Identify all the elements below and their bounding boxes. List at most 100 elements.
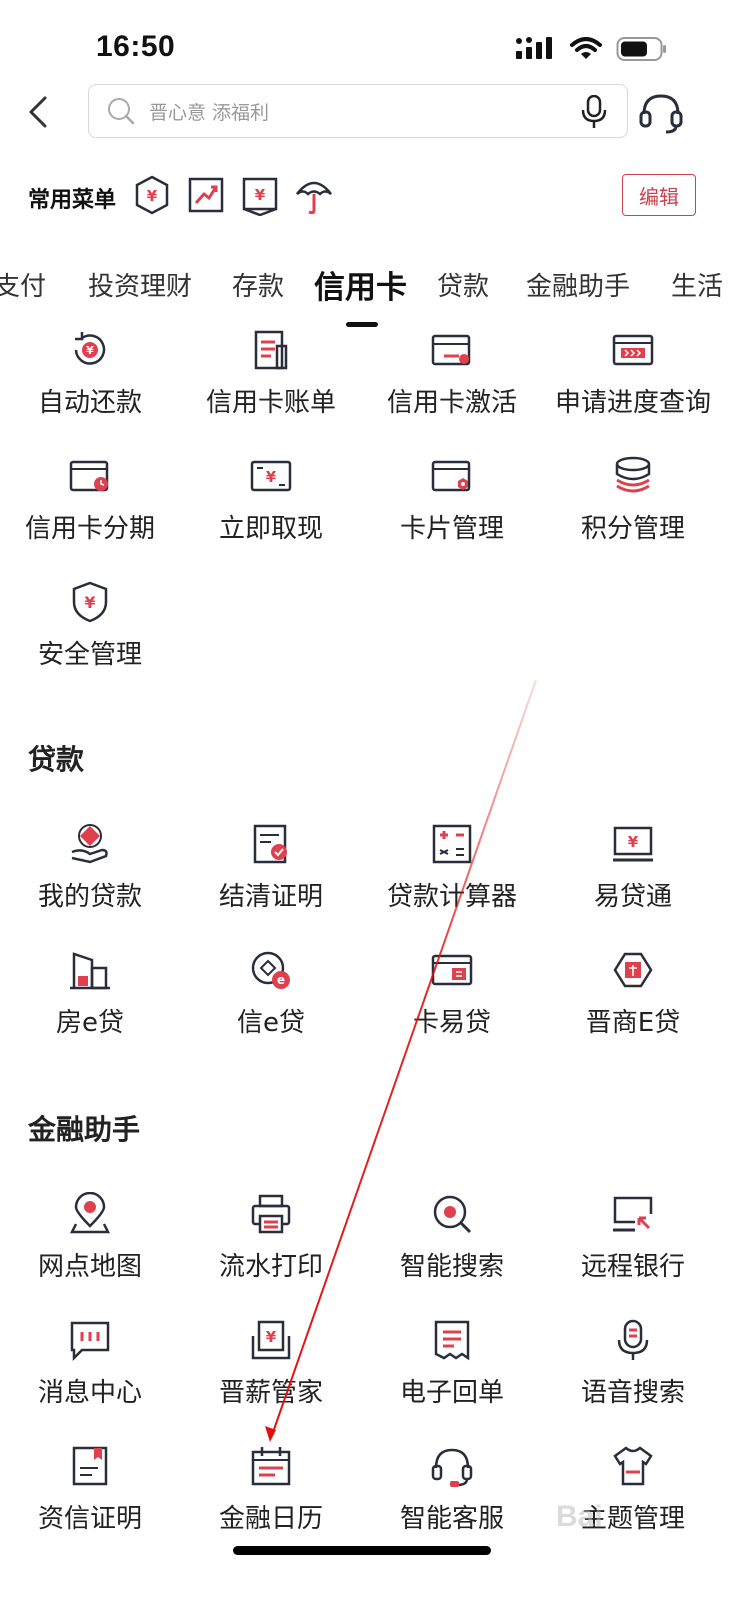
grid-item-calculator[interactable]: 贷款计算器 [360, 822, 544, 932]
wifi-icon [570, 37, 602, 59]
grid-label: 易贷通 [593, 882, 672, 912]
grid-item-remote-bank[interactable]: 远程银行 [541, 1192, 725, 1302]
grid-item-security[interactable]: ¥ 安全管理 [0, 580, 182, 690]
common-menu-label: 常用菜单 [28, 188, 117, 213]
svg-text:¥: ¥ [86, 344, 94, 357]
grid-item-smart-service[interactable]: 智能客服 [360, 1444, 544, 1554]
customer-service-icon [430, 1444, 474, 1488]
tab-credit-card[interactable]: 信用卡 [314, 270, 407, 306]
tab-investment[interactable]: 投资理财 [88, 272, 193, 302]
battery-icon [616, 37, 666, 61]
grid-item-salary[interactable]: ¥ 晋薪管家 [179, 1318, 363, 1428]
security-shield-icon: ¥ [68, 580, 112, 624]
points-icon [611, 454, 655, 498]
receipt-icon [430, 1318, 474, 1362]
grid-item-e-receipt[interactable]: 电子回单 [360, 1318, 544, 1428]
grid-item-branch-map[interactable]: 网点地图 [0, 1191, 182, 1302]
search-input[interactable]: 晋心意 添福利 [88, 84, 628, 138]
grid-item-progress-query[interactable]: 申请进度查询 [541, 328, 725, 438]
svg-text:¥: ¥ [84, 593, 95, 612]
grid-item-card-activate[interactable]: 信用卡激活 [360, 328, 544, 438]
active-tab-indicator [346, 322, 378, 327]
edit-button[interactable]: 编辑 [622, 174, 696, 216]
back-button[interactable] [18, 88, 58, 136]
card-loan-icon [430, 948, 474, 992]
map-pin-icon [68, 1191, 112, 1236]
grid-label: 卡易贷 [412, 1008, 491, 1038]
grid-label: 晋薪管家 [218, 1378, 323, 1408]
grid-item-finance-calendar[interactable]: 金融日历 [179, 1444, 363, 1554]
card-activate-icon [430, 328, 474, 372]
tab-pay[interactable]: 支付 [0, 272, 47, 302]
grid-item-points[interactable]: 积分管理 [541, 454, 725, 564]
grid-item-print[interactable]: 流水打印 [179, 1192, 363, 1302]
grid-label: 网点地图 [37, 1252, 142, 1282]
grid-item-smart-search[interactable]: 智能搜索 [360, 1192, 544, 1302]
grid-label: 主题管理 [580, 1504, 685, 1534]
grid-item-cash-withdraw[interactable]: ¥ 立即取现 [179, 454, 363, 564]
trend-chart-icon[interactable] [186, 174, 226, 216]
home-indicator [233, 1546, 491, 1555]
svg-text:¥: ¥ [266, 1328, 277, 1346]
tab-life[interactable]: 生活 [671, 272, 724, 302]
status-time: 16:50 [96, 30, 176, 63]
remote-bank-icon [611, 1192, 655, 1236]
grid-item-credit-certificate[interactable]: 资信证明 [0, 1444, 182, 1554]
salary-icon: ¥ [249, 1318, 293, 1362]
customer-service-headset-icon[interactable] [638, 90, 684, 136]
theme-shirt-icon [611, 1444, 655, 1488]
installment-icon [68, 454, 112, 498]
top-nav: 晋心意 添福利 [0, 84, 738, 140]
search-placeholder: 晋心意 添福利 [149, 101, 270, 124]
grid-label: 立即取现 [218, 514, 323, 544]
microphone-icon[interactable] [579, 94, 609, 129]
common-menu-icons: ¥ ¥ [132, 174, 334, 217]
grid-item-card-bill[interactable]: 信用卡账单 [179, 328, 363, 438]
category-tabs: 支付 投资理财 存款 信用卡 贷款 金融助手 生活 [0, 262, 738, 328]
common-menu-row: 常用菜单 ¥ ¥ [0, 172, 738, 220]
chevron-left-icon [29, 96, 47, 128]
credit-certificate-icon [68, 1444, 112, 1488]
svg-text:¥: ¥ [628, 833, 639, 851]
grid-item-easy-loan[interactable]: ¥ 易贷通 [541, 822, 725, 932]
grid-label: 智能搜索 [399, 1252, 504, 1282]
grid-item-card-loan[interactable]: 卡易贷 [360, 948, 544, 1058]
grid-item-theme-manage[interactable]: 主题管理 [541, 1444, 725, 1554]
svg-text:¥: ¥ [147, 187, 158, 205]
section-title-loans: 贷款 [28, 743, 85, 776]
grid-label: 消息中心 [37, 1378, 142, 1408]
grid-label: 语音搜索 [580, 1378, 685, 1408]
yuan-hexagon-icon[interactable]: ¥ [132, 174, 172, 216]
grid-label: 信e贷 [237, 1008, 305, 1038]
tab-loan[interactable]: 贷款 [437, 272, 490, 302]
tab-deposit[interactable]: 存款 [232, 272, 285, 302]
grid-item-card-manage[interactable]: 卡片管理 [360, 454, 544, 564]
grid-item-message-center[interactable]: 消息中心 [0, 1318, 182, 1428]
auto-repay-icon: ¥ [68, 328, 112, 372]
grid-item-enterprise-loan[interactable]: 晋商E贷 [541, 948, 725, 1058]
grid-item-auto-repay[interactable]: ¥ 自动还款 [0, 328, 182, 438]
umbrella-icon[interactable] [294, 174, 334, 216]
grid-item-credit-e-loan[interactable]: e 信e贷 [179, 948, 363, 1058]
grid-item-my-loan[interactable]: 我的贷款 [0, 822, 182, 932]
yuan-document-icon[interactable]: ¥ [240, 174, 280, 217]
grid-item-installment[interactable]: 信用卡分期 [0, 454, 182, 564]
grid-label: 远程银行 [580, 1252, 685, 1282]
cellular-signal-icon [516, 37, 552, 59]
grid-item-house-loan[interactable]: 房e贷 [0, 948, 182, 1058]
house-loan-icon [68, 948, 112, 992]
smart-search-icon [430, 1192, 474, 1236]
bill-icon [249, 328, 293, 372]
watermark-logo: Bai [556, 1500, 603, 1533]
grid-item-voice-search[interactable]: 语音搜索 [541, 1318, 725, 1428]
enterprise-loan-icon [611, 948, 655, 992]
progress-query-icon [611, 328, 655, 372]
card-manage-icon [430, 454, 474, 498]
section-title-assistant: 金融助手 [28, 1113, 141, 1146]
grid-label: 电子回单 [399, 1378, 504, 1408]
grid-label: 贷款计算器 [386, 882, 517, 912]
grid-item-settlement[interactable]: 结清证明 [179, 822, 363, 932]
tab-finance-assistant[interactable]: 金融助手 [526, 272, 631, 302]
status-icons [516, 36, 668, 62]
message-icon [68, 1318, 112, 1362]
